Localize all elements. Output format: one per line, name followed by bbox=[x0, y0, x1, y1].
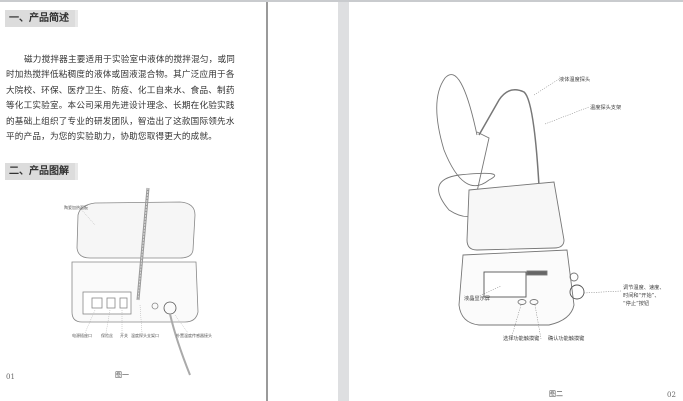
figure2-label-confirm-key: 确认功能触摸键 bbox=[548, 336, 585, 342]
blank-page bbox=[268, 2, 338, 401]
section-title-overview: 一、产品简述 bbox=[5, 10, 78, 27]
figure2-label-lcd: 液晶显示屏 bbox=[464, 296, 490, 302]
figure1-caption: 图一 bbox=[115, 371, 129, 379]
overview-paragraph: 磁力搅拌器主要适用于实验室中液体的搅拌混匀，或同时加热搅拌低粘稠度的液体或固液混… bbox=[6, 55, 236, 143]
figure1-illustration bbox=[71, 187, 199, 376]
figure1-label-switch: 开关 bbox=[120, 333, 128, 338]
figure2-illustration bbox=[436, 74, 622, 340]
figure2-label-probe-stand: 温度探头支架 bbox=[590, 105, 622, 111]
figure2-label-knob-1: 调节温度、速度、 bbox=[623, 285, 665, 291]
page-divider bbox=[266, 2, 268, 401]
figure1-label-sensor-connector: 外置温度传感器接头 bbox=[176, 333, 212, 338]
figure2-label-liquid-probe: 液体温度探头 bbox=[559, 77, 591, 83]
page-gap bbox=[338, 2, 349, 401]
figure2-label-select-key: 选择功能触摸键 bbox=[503, 336, 540, 342]
figure1-label-fuse: 保险丝 bbox=[101, 333, 113, 338]
figure2-label-knob-2: 时间和“开始”、 bbox=[623, 293, 660, 299]
page-number-left: 01 bbox=[6, 373, 15, 381]
figure1-label-power-socket: 电源插座口 bbox=[72, 333, 92, 338]
section-title-diagram: 二、产品图解 bbox=[5, 163, 78, 180]
figure1-label-heating-plate: 陶瓷加热面板 bbox=[64, 205, 88, 210]
figure2-label-knob-3: “停止”按钮 bbox=[623, 301, 650, 307]
page-number-right: 02 bbox=[667, 391, 676, 399]
right-page: 液体温度探头 温度探头支架 液晶显示屏 调节温度、速度、 时间和“开始”、 “停… bbox=[349, 2, 683, 401]
figure2-caption: 图二 bbox=[549, 390, 563, 398]
figure1-label-stand-port: 温度探头支架口 bbox=[131, 333, 159, 338]
left-page: 一、产品简述 磁力搅拌器主要适用于实验室中液体的搅拌混匀，或同时加热搅拌低粘稠度… bbox=[0, 2, 266, 401]
